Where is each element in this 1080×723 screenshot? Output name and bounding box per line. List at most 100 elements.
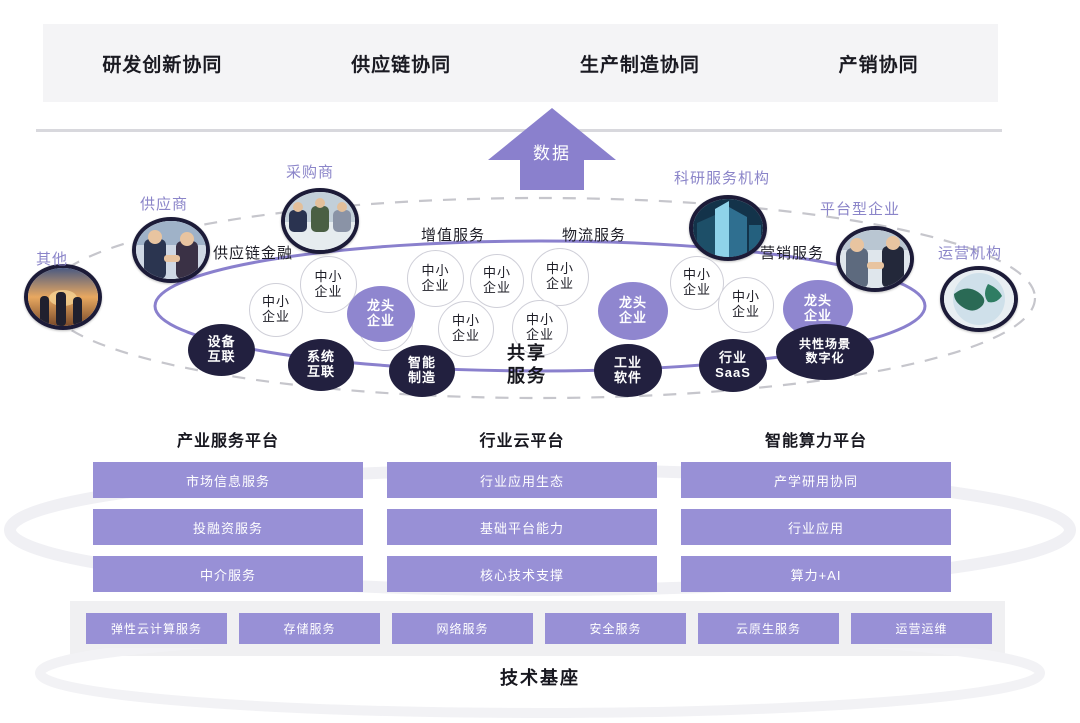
sme-node[interactable]: 中小 企业 (300, 256, 357, 313)
capability-node-device-interconnect[interactable]: 设备 互联 (188, 324, 255, 376)
sme-line-2: 企业 (451, 328, 480, 343)
platform-item[interactable]: 行业应用生态 (387, 462, 657, 498)
tech-base-item[interactable]: 弹性云计算服务 (86, 613, 227, 644)
data-arrow (488, 108, 616, 190)
sme-line-1: 中小 (545, 261, 574, 277)
capability-line-1: 共性场景 (798, 337, 851, 352)
sme-line-1: 中小 (314, 268, 343, 284)
partner-label-supplier: 供应商 (140, 196, 189, 213)
partner-bubble-research[interactable] (689, 195, 767, 261)
sme-node[interactable]: 中小 企业 (718, 277, 774, 333)
collaboration-item-3: 产销协同 (838, 54, 919, 76)
ecosystem-layer: 其他 供应商 (0, 164, 1080, 416)
ring-service-label-supply-chain-finance: 供应链金融 (213, 245, 294, 262)
partner-label-purchaser: 采购商 (286, 164, 335, 181)
capability-line-2: 互联 (207, 349, 236, 364)
sme-line-2: 企业 (682, 282, 711, 297)
partner-label-platform-enterprise: 平台型企业 (820, 201, 901, 218)
capability-line-1: 智能 (407, 355, 436, 371)
sme-node[interactable]: 中小 企业 (249, 283, 303, 337)
sme-line-1: 中小 (731, 289, 760, 305)
platform-column-industry-cloud: 行业应用生态 基础平台能力 核心技术支撑 (387, 462, 657, 603)
capability-line-1: 系统 (306, 349, 335, 365)
platform-title-industry-service: 产业服务平台 (176, 433, 279, 450)
sme-line-2: 企业 (545, 276, 574, 291)
platform-item[interactable]: 核心技术支撑 (387, 556, 657, 592)
platform-title-intelligent-computing: 智能算力平台 (764, 433, 867, 450)
tech-base-item[interactable]: 运营运维 (851, 613, 992, 644)
capability-node-industry-saas[interactable]: 行业 SaaS (699, 339, 767, 392)
platform-column-industry-service: 市场信息服务 投融资服务 中介服务 (93, 462, 363, 603)
platform-item[interactable]: 基础平台能力 (387, 509, 657, 545)
capability-node-system-interconnect[interactable]: 系统 互联 (288, 339, 354, 391)
sme-node[interactable]: 中小 企业 (512, 300, 568, 356)
platform-item[interactable]: 投融资服务 (93, 509, 363, 545)
collaboration-item-1: 供应链协同 (351, 54, 452, 76)
sme-line-2: 企业 (421, 277, 450, 293)
capability-line-2: 数字化 (805, 351, 845, 365)
tech-base-item[interactable]: 安全服务 (545, 613, 686, 644)
capability-line-2: 制造 (407, 370, 436, 385)
tech-base-title: 技术基座 (500, 668, 580, 688)
inner-purple-ellipse (153, 239, 927, 373)
capability-line-1: 设备 (207, 334, 236, 350)
partner-bubble-other[interactable] (24, 264, 102, 330)
lead-line-2: 企业 (618, 310, 647, 325)
sme-line-2: 企业 (482, 280, 511, 295)
tech-base-item[interactable]: 云原生服务 (698, 613, 839, 644)
ring-service-label-marketing: 营销服务 (760, 245, 825, 262)
capability-line-2: SaaS (715, 364, 751, 380)
partner-label-operations: 运营机构 (938, 245, 1003, 262)
partner-bubble-supplier[interactable] (132, 217, 210, 283)
sme-line-2: 企业 (261, 309, 290, 324)
sme-line-1: 中小 (421, 262, 450, 278)
band-divider-rule (36, 129, 1002, 132)
capability-node-industrial-software[interactable]: 工业 软件 (594, 344, 662, 397)
partner-bubble-platform-enterprise[interactable] (836, 226, 914, 292)
sme-line-2: 企业 (314, 283, 343, 299)
platform-item[interactable]: 行业应用 (681, 509, 951, 545)
platform-item[interactable]: 算力+AI (681, 556, 951, 592)
sme-line-1: 中小 (682, 267, 711, 283)
tech-base-item[interactable]: 网络服务 (392, 613, 533, 644)
shared-service-line-2: 服务 (507, 365, 547, 386)
partner-label-research: 科研服务机构 (674, 170, 771, 187)
sme-line-2: 企业 (731, 304, 760, 319)
lead-line-2: 企业 (366, 313, 395, 328)
platform-item[interactable]: 中介服务 (93, 556, 363, 592)
capability-node-common-scenario-digitalization[interactable]: 共性场景 数字化 (776, 324, 874, 380)
sme-line-1: 中小 (525, 312, 554, 328)
partner-bubble-purchaser[interactable] (281, 188, 359, 254)
platform-title-industry-cloud: 行业云平台 (479, 433, 565, 450)
sme-line-1: 中小 (482, 265, 511, 281)
collaboration-item-0: 研发创新协同 (102, 54, 223, 76)
capability-line-1: 行业 (718, 349, 747, 365)
lead-line-1: 龙头 (803, 293, 832, 309)
leading-enterprise-node[interactable]: 龙头 企业 (598, 282, 668, 340)
lead-line-1: 龙头 (366, 298, 395, 314)
platform-item[interactable]: 市场信息服务 (93, 462, 363, 498)
shared-service-core-label: 共享 服务 (495, 342, 559, 387)
partner-label-other: 其他 (36, 251, 69, 268)
sme-node[interactable]: 中小 企业 (531, 248, 589, 306)
sme-line-2: 企业 (525, 327, 554, 342)
tech-base-items: 弹性云计算服务 存储服务 网络服务 安全服务 云原生服务 运营运维 (86, 613, 992, 644)
partner-bubble-operations[interactable] (940, 266, 1018, 332)
sme-node[interactable]: 中小 企业 (407, 250, 464, 307)
ring-service-label-value-added: 增值服务 (421, 227, 486, 244)
tech-base-item[interactable]: 存储服务 (239, 613, 380, 644)
platform-item[interactable]: 产学研用协同 (681, 462, 951, 498)
capability-line-1: 工业 (613, 354, 642, 370)
sme-node[interactable]: 中小 企业 (470, 254, 524, 308)
sme-node[interactable]: 中小 企业 (438, 301, 494, 357)
sme-node[interactable]: 中小 企业 (670, 256, 724, 310)
capability-node-smart-manufacturing[interactable]: 智能 制造 (389, 345, 455, 397)
leading-enterprise-node[interactable]: 龙头 企业 (347, 286, 415, 342)
capability-line-2: 互联 (306, 364, 335, 379)
capability-line-2: 软件 (613, 369, 642, 385)
sme-line-1: 中小 (451, 313, 480, 329)
sme-line-1: 中小 (261, 294, 290, 310)
shared-service-line-1: 共享 (507, 343, 547, 363)
platform-column-intelligent-computing: 产学研用协同 行业应用 算力+AI (681, 462, 951, 603)
